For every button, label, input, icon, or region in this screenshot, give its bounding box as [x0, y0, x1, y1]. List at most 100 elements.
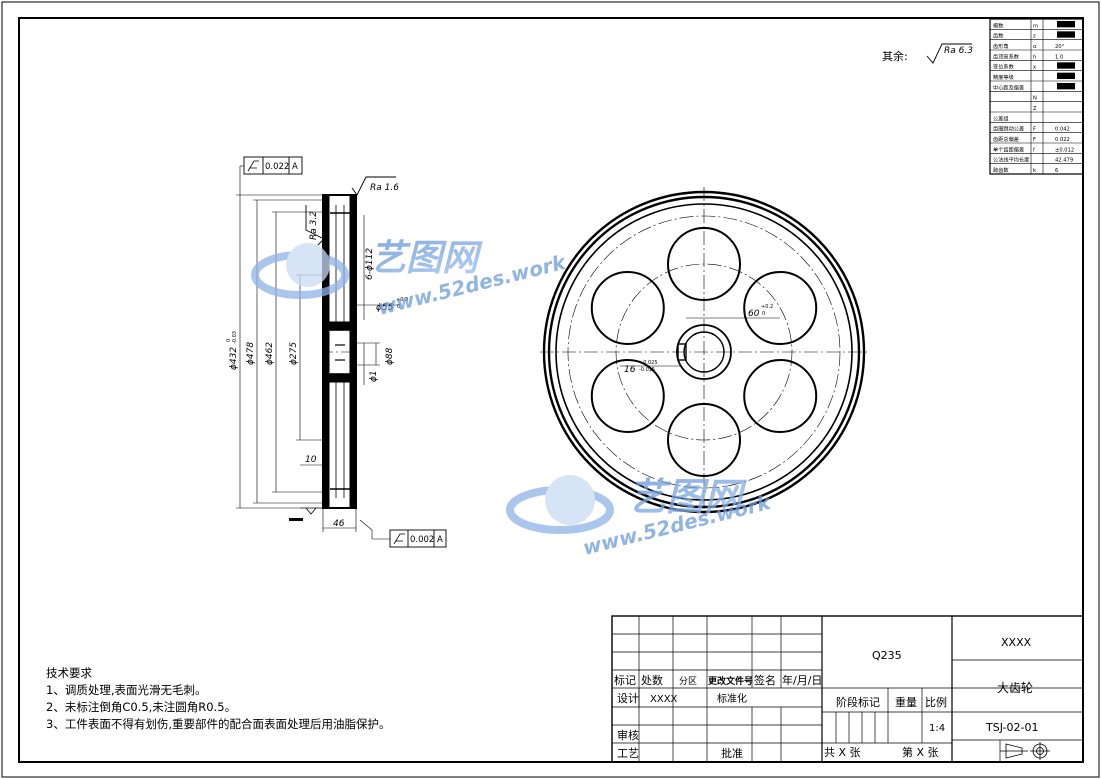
svg-text:更改文件号: 更改文件号: [708, 675, 753, 687]
svg-text:工艺: 工艺: [617, 747, 639, 760]
front-view-dimensions: 60 +0.2 0 16 +0.025 -0.015: [624, 304, 773, 375]
general-surface-finish: 其余: Ra 6.3: [882, 43, 973, 64]
svg-text:+0.025: +0.025: [639, 360, 658, 366]
svg-text:ϕ55: ϕ55: [376, 303, 394, 313]
param-symbol: z: [1033, 34, 1036, 40]
param-redacted: [1057, 72, 1075, 79]
tolerance-frame-bottom: 0.002 A: [389, 529, 447, 548]
title-block-text: 标记 处数 分区 更改文件号 签名 年/月/日 设计 XXXX 标准化 审核 工…: [614, 636, 1039, 760]
svg-text:1:4: 1:4: [929, 723, 945, 734]
svg-text:46: 46: [333, 519, 345, 529]
svg-text:标准化: 标准化: [717, 692, 747, 705]
tolerance-frame-top: 0.022 A: [243, 156, 303, 175]
svg-text:TSJ-02-01: TSJ-02-01: [985, 721, 1039, 734]
param-name: 齿距总偏差: [993, 135, 1019, 143]
param-name: 齿形角: [993, 42, 1009, 50]
svg-text:+0.2: +0.2: [761, 304, 773, 310]
param-value: 0.042: [1055, 127, 1070, 133]
svg-text:Ra 3.2: Ra 3.2: [309, 211, 319, 240]
param-value: 0.022: [1055, 137, 1070, 143]
param-redacted: [1057, 83, 1075, 90]
param-name: 公法线平均长度: [993, 156, 1029, 164]
param-redacted: [1057, 21, 1075, 28]
svg-text:2、未标注倒角C0.5,未注圆角R0.5。: 2、未标注倒角C0.5,未注圆角R0.5。: [46, 700, 236, 714]
svg-text:ϕ462: ϕ462: [265, 342, 275, 365]
param-value: 42.479: [1055, 158, 1073, 164]
param-value: 6: [1055, 168, 1058, 174]
param-symbol: F: [1033, 127, 1036, 133]
inner-frame: [18, 17, 1084, 763]
section-dimensions: Ra 1.6 Ra 3.2 ϕ432 0 -0.03 ϕ478 ϕ462 ϕ27…: [226, 183, 408, 529]
lightening-hole: [743, 271, 818, 345]
svg-text:0.022: 0.022: [265, 162, 289, 172]
svg-text:16: 16: [624, 365, 636, 375]
param-name: 模数: [993, 21, 1004, 29]
svg-text:Ra 1.6: Ra 1.6: [370, 183, 399, 193]
svg-text:大齿轮: 大齿轮: [997, 681, 1033, 695]
param-symbol: m: [1033, 23, 1038, 29]
param-symbol: h: [1033, 54, 1036, 60]
title-block: [611, 615, 1084, 763]
param-name: 齿圈跳动公差: [993, 125, 1024, 133]
param-symbol: Z: [1033, 106, 1037, 112]
param-symbol: F: [1033, 137, 1036, 143]
param-symbol: N: [1033, 96, 1037, 102]
param-name: 变位系数: [993, 63, 1015, 71]
svg-text:签名: 签名: [754, 673, 776, 687]
svg-text:技术要求: 技术要求: [46, 666, 92, 680]
svg-text:年/月/日: 年/月/日: [782, 673, 822, 687]
svg-text:6-ϕ112: 6-ϕ112: [365, 248, 375, 280]
svg-text:1、调质处理,表面光滑无毛刺。: 1、调质处理,表面光滑无毛刺。: [46, 683, 206, 697]
watermark-upper: 艺图网 www.52des.work: [251, 238, 569, 320]
param-value: 20°: [1055, 44, 1065, 50]
param-redacted: [1057, 62, 1075, 69]
svg-text:第 X 张: 第 X 张: [902, 745, 939, 759]
param-name: 齿数: [993, 32, 1004, 40]
param-name: 齿顶高系数: [993, 52, 1020, 60]
svg-text:ϕ88: ϕ88: [385, 347, 395, 365]
param-symbol: x: [1033, 65, 1036, 71]
param-value: ±0.012: [1055, 147, 1074, 153]
svg-text:0: 0: [397, 304, 400, 310]
param-name: 中心距及偏差: [993, 83, 1024, 91]
svg-text:+0.3: +0.3: [396, 297, 408, 303]
svg-text:其余:: 其余:: [882, 49, 908, 63]
param-symbol: f: [1033, 147, 1035, 153]
svg-text:0: 0: [762, 311, 765, 317]
svg-text:ϕ1: ϕ1: [369, 370, 379, 382]
watermark-lower: 艺图网 www.52des.work: [506, 475, 774, 560]
svg-text:10: 10: [305, 455, 317, 465]
svg-text:审核: 审核: [617, 728, 639, 742]
svg-text:艺图网: 艺图网: [370, 238, 483, 279]
param-name: 精度等级: [993, 73, 1014, 81]
param-value: 1.0: [1055, 54, 1063, 60]
svg-text:ϕ478: ϕ478: [246, 342, 256, 365]
lightening-hole: [590, 359, 665, 433]
tech-requirements: 技术要求 1、调质处理,表面光滑无毛刺。 2、未标注倒角C0.5,未注圆角R0.…: [46, 666, 390, 731]
svg-text:批准: 批准: [721, 746, 743, 760]
param-name: 单个齿距偏差: [993, 145, 1024, 153]
svg-text:标记: 标记: [614, 673, 636, 687]
svg-text:0: 0: [226, 339, 232, 342]
param-symbol: α: [1033, 44, 1037, 50]
svg-text:60: 60: [748, 309, 760, 319]
svg-text:处数: 处数: [641, 674, 663, 687]
svg-text:3、工件表面不得有划伤,重要部件的配合面表面处理后用油脂保护: 3、工件表面不得有划伤,重要部件的配合面表面处理后用油脂保护。: [46, 717, 390, 731]
svg-text:A: A: [437, 535, 443, 545]
svg-text:艺图网: 艺图网: [628, 475, 747, 519]
param-redacted: [1057, 31, 1075, 38]
lightening-hole: [743, 359, 818, 433]
svg-text:ϕ432: ϕ432: [229, 347, 239, 370]
svg-text:设计: 设计: [617, 692, 639, 705]
svg-text:-0.03: -0.03: [232, 331, 238, 344]
svg-text:0.002: 0.002: [410, 535, 434, 545]
svg-text:比例: 比例: [925, 695, 947, 709]
svg-text:分区: 分区: [679, 676, 697, 687]
front-view: [540, 187, 868, 517]
svg-text:XXXX: XXXX: [1001, 636, 1032, 649]
svg-text:A: A: [292, 162, 298, 172]
param-name: 公差组: [993, 114, 1009, 122]
